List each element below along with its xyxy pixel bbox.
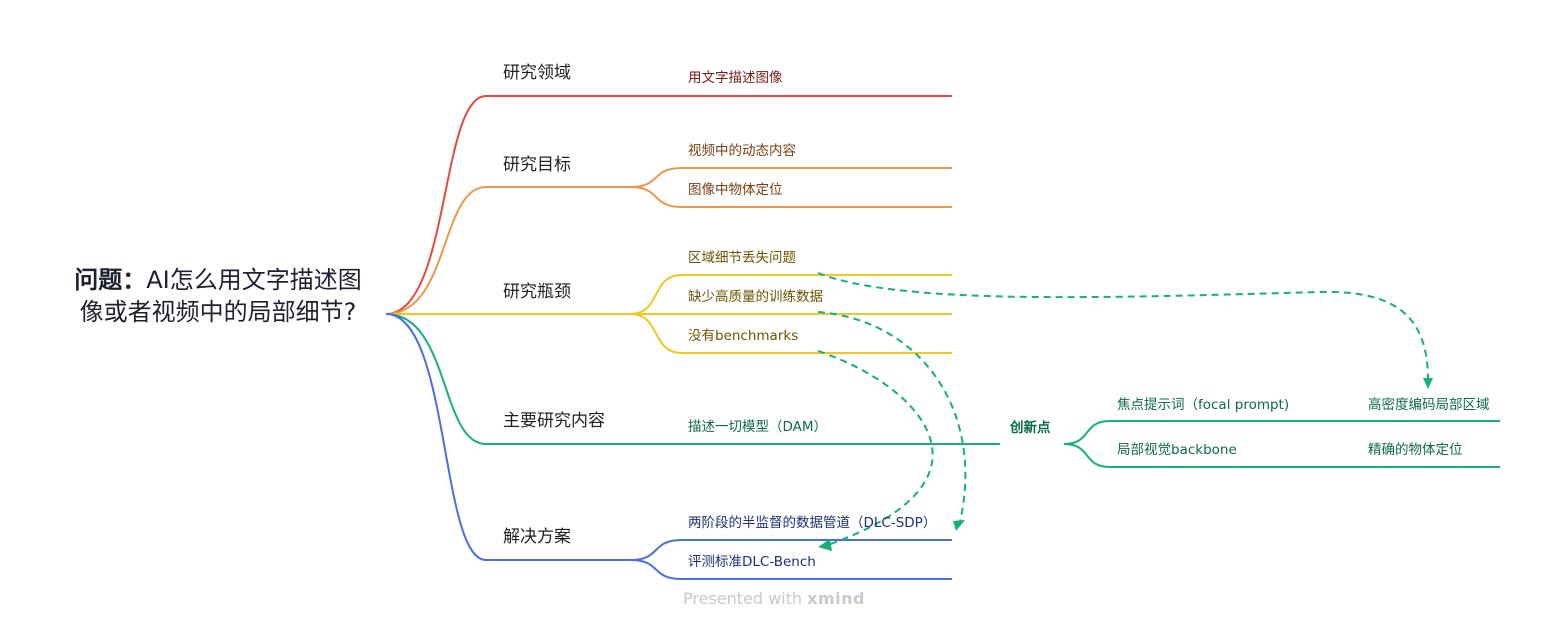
link-field — [385, 95, 630, 315]
footer-watermark: Presented with xmind — [683, 589, 865, 608]
link-bottleneck-child-3 — [629, 313, 952, 354]
link-goal-child-1 — [629, 167, 952, 188]
relation-detail-loss-to-dense-encoding — [817, 272, 1429, 381]
footer-prefix: Presented with — [683, 589, 808, 608]
link-innovation-1 — [1063, 420, 1500, 445]
arrowhead-dense-encoding — [1423, 378, 1433, 389]
topic-dam-model[interactable]: 描述一切模型（DAM） — [688, 419, 828, 435]
branch-research-bottleneck[interactable]: 研究瓶颈 — [503, 282, 571, 302]
link-solution-child-2 — [629, 559, 952, 580]
topic-lack-data[interactable]: 缺少高质量的训练数据 — [688, 289, 823, 305]
topic-precise-localization[interactable]: 精确的物体定位 — [1368, 442, 1463, 458]
topic-innovation[interactable]: 创新点 — [1010, 420, 1051, 436]
topic-video-dynamic[interactable]: 视频中的动态内容 — [688, 143, 796, 159]
link-bottleneck-child-1 — [629, 274, 952, 315]
arrowhead-dlcbench — [818, 539, 832, 551]
link-goal — [385, 186, 630, 315]
topic-focal-prompt[interactable]: 焦点提示词（focal prompt) — [1117, 397, 1290, 413]
link-innovation-2 — [1063, 443, 1500, 468]
topic-dlc-sdp[interactable]: 两阶段的半监督的数据管道（DLC-SDP） — [688, 515, 937, 531]
topic-dlc-bench[interactable]: 评测标准DLC-Bench — [688, 554, 816, 570]
topic-describe-image[interactable]: 用文字描述图像 — [688, 70, 783, 86]
branch-research-goal[interactable]: 研究目标 — [503, 155, 571, 175]
arrowhead-pipeline — [953, 520, 965, 531]
branch-research-field[interactable]: 研究领域 — [503, 63, 571, 83]
link-solution-child-1 — [629, 539, 952, 561]
topic-detail-loss[interactable]: 区域细节丢失问题 — [688, 250, 796, 266]
topic-object-localization[interactable]: 图像中物体定位 — [688, 182, 783, 198]
link-goal-child-2 — [629, 186, 952, 208]
topic-dense-encoding[interactable]: 高密度编码局部区域 — [1368, 397, 1490, 413]
central-topic-prefix: 问题： — [74, 266, 147, 294]
branch-main-content[interactable]: 主要研究内容 — [503, 411, 605, 431]
central-topic[interactable]: 问题：AI怎么用文字描述图像或者视频中的局部细节? — [70, 264, 366, 328]
central-topic-text: AI怎么用文字描述图像或者视频中的局部细节? — [79, 266, 362, 326]
topic-no-benchmarks[interactable]: 没有benchmarks — [688, 328, 799, 344]
link-content — [385, 313, 1000, 445]
topic-local-backbone[interactable]: 局部视觉backbone — [1117, 442, 1237, 458]
relation-benchmark-to-dlcbench — [817, 350, 934, 546]
relation-data-to-pipeline — [817, 311, 967, 523]
xmind-logo: xmind — [807, 589, 865, 608]
link-solution — [385, 313, 630, 561]
branch-solution[interactable]: 解决方案 — [503, 527, 571, 547]
